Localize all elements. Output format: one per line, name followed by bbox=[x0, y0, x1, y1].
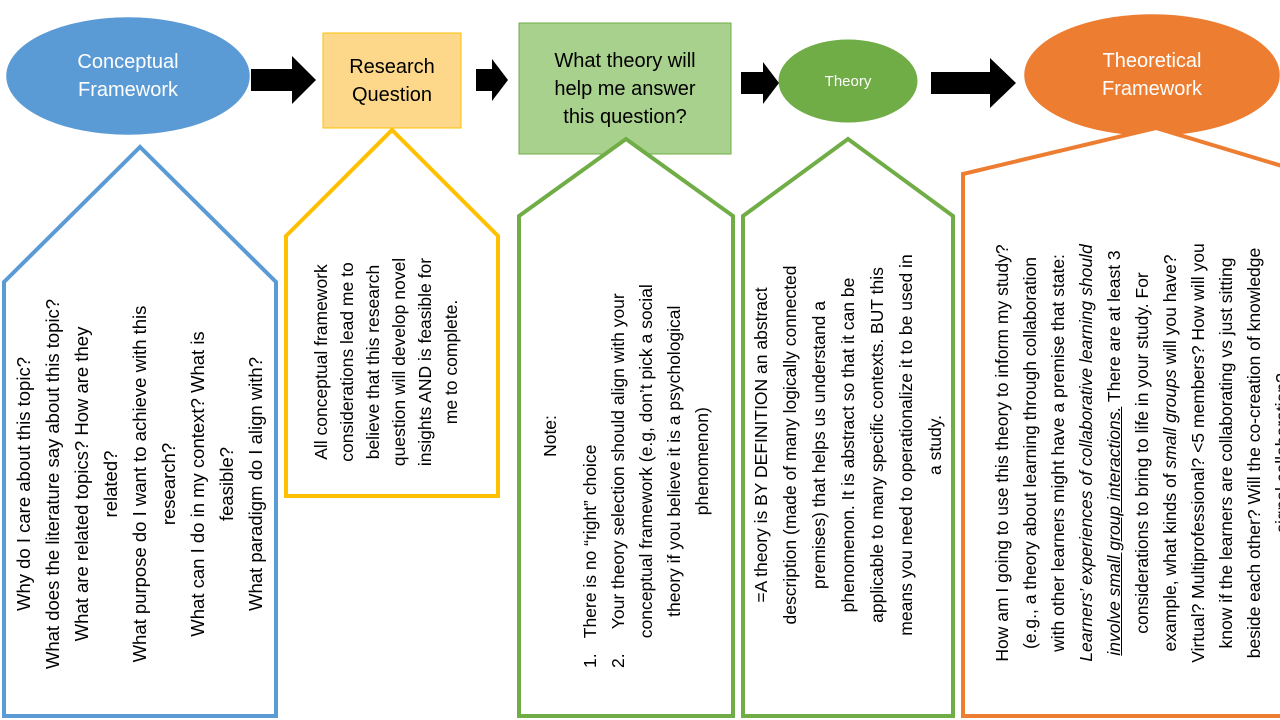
research-question-node bbox=[322, 32, 462, 129]
what-theory-label: What theory will help me answer this que… bbox=[554, 49, 696, 128]
conceptual-framework-node bbox=[6, 17, 250, 135]
note-panel-text: Note: 1. There is no “right” choice 2. Y… bbox=[526, 204, 726, 668]
note-item-1: 1. There is no “right” choice bbox=[580, 444, 601, 668]
note-panel bbox=[517, 136, 735, 718]
theory-label: Theory bbox=[824, 72, 872, 90]
research-panel-text: All conceptual framework considerations … bbox=[311, 257, 461, 467]
what-theory-node bbox=[518, 22, 732, 155]
arrow-1 bbox=[251, 56, 316, 104]
arrow-4 bbox=[931, 58, 1016, 108]
research-question-label: Research Question bbox=[349, 55, 435, 106]
arrow-2 bbox=[476, 59, 508, 101]
research-panel bbox=[284, 127, 500, 498]
arrow-3 bbox=[741, 62, 779, 104]
theoretical-panel bbox=[961, 125, 1280, 718]
note-item-2: 2. Your theory selection should align wi… bbox=[608, 284, 713, 668]
theory-def-panel bbox=[741, 136, 955, 718]
theoretical-panel-text: How am I going to use this theory to inf… bbox=[992, 243, 1280, 663]
note-heading: Note: bbox=[539, 415, 560, 457]
theoretical-framework-label: Theoretical Framework bbox=[1101, 50, 1202, 100]
conceptual-panel bbox=[2, 144, 278, 718]
theory-node bbox=[778, 39, 918, 123]
theory-def-panel-text: =A theory is BY DEFINITION an abstract d… bbox=[750, 254, 945, 636]
conceptual-panel-text: Why do I care about this topic? What doe… bbox=[12, 298, 266, 670]
conceptual-framework-label: Conceptual Framework bbox=[77, 51, 179, 101]
